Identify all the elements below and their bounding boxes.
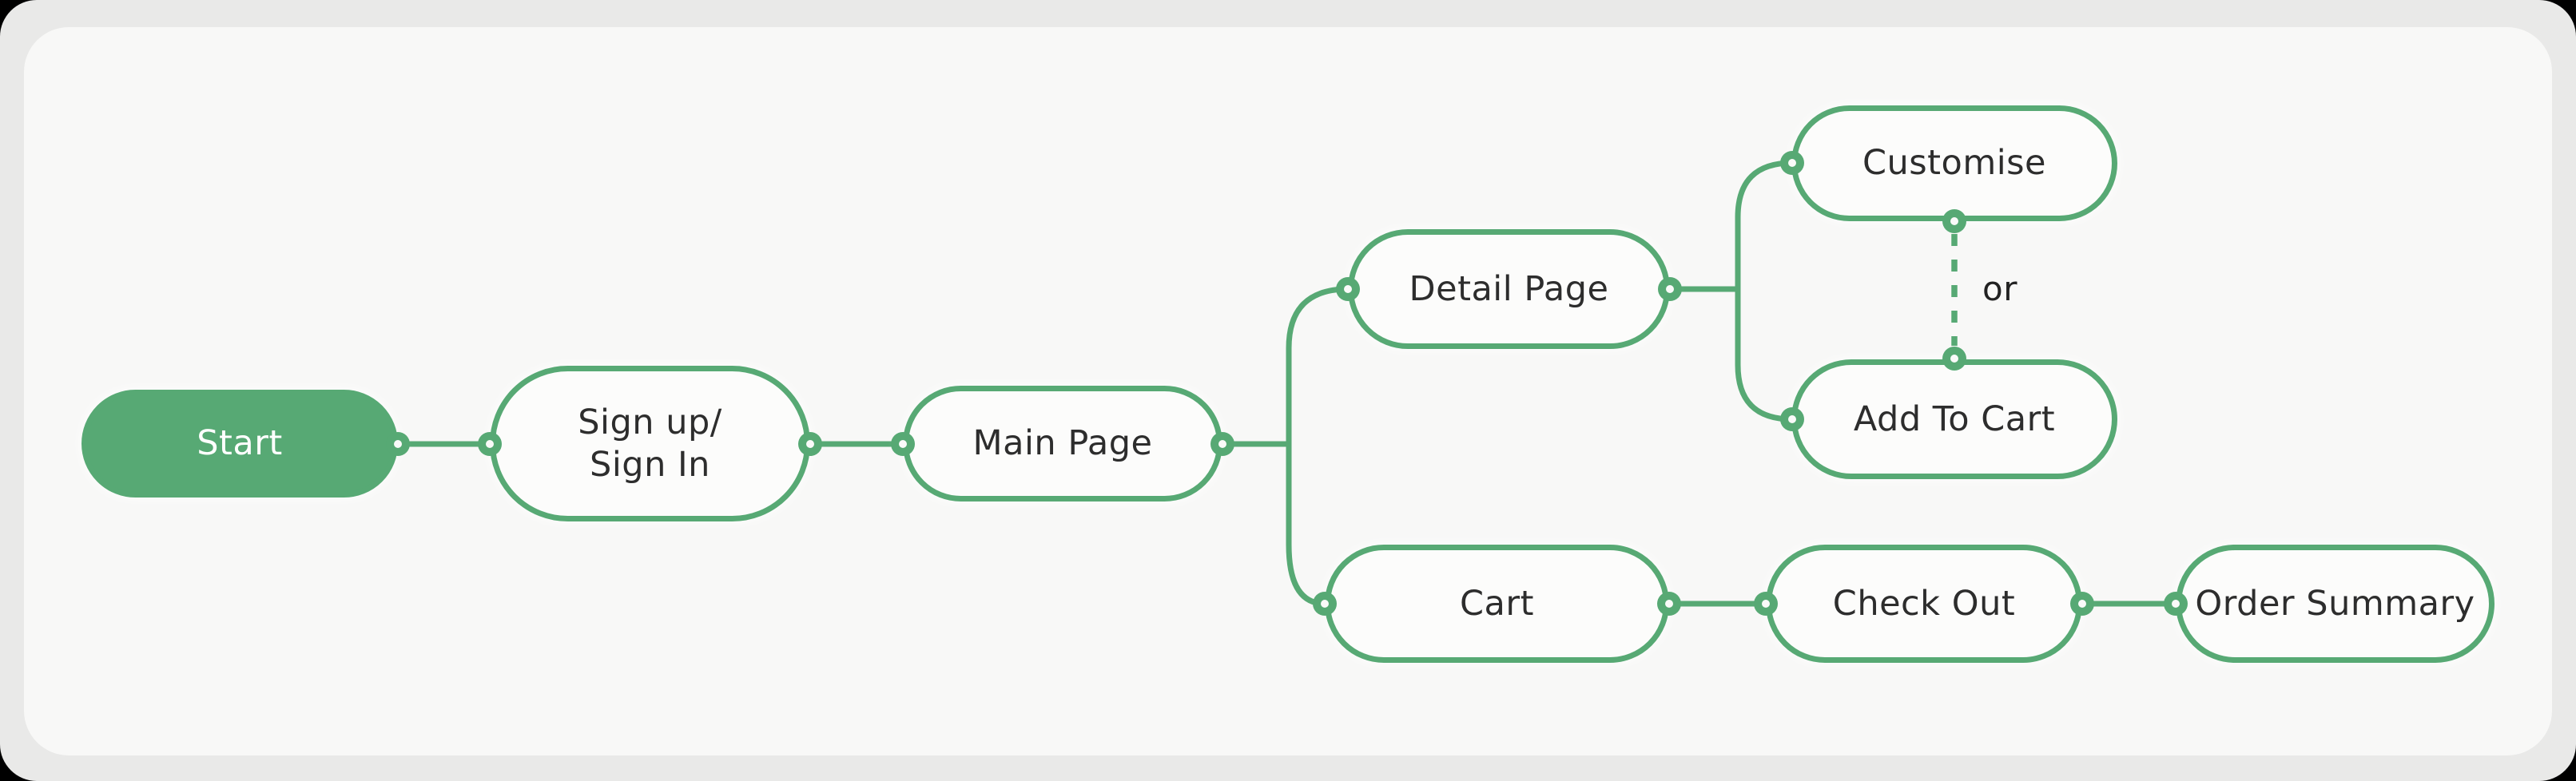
- node-order-summary[interactable]: Order Summary: [2176, 545, 2495, 663]
- node-customise[interactable]: Customise: [1791, 105, 2117, 221]
- node-detail-page[interactable]: Detail Page: [1348, 229, 1670, 349]
- or-edge-label: or: [1982, 268, 2017, 308]
- node-check-out[interactable]: Check Out: [1766, 545, 2082, 663]
- node-signup[interactable]: Sign up/ Sign In: [490, 366, 810, 521]
- node-cart[interactable]: Cart: [1325, 545, 1669, 663]
- node-main-page[interactable]: Main Page: [903, 386, 1222, 502]
- node-start[interactable]: Start: [81, 390, 398, 498]
- diagram-canvas: [24, 27, 2552, 755]
- node-add-to-cart[interactable]: Add To Cart: [1791, 359, 2117, 479]
